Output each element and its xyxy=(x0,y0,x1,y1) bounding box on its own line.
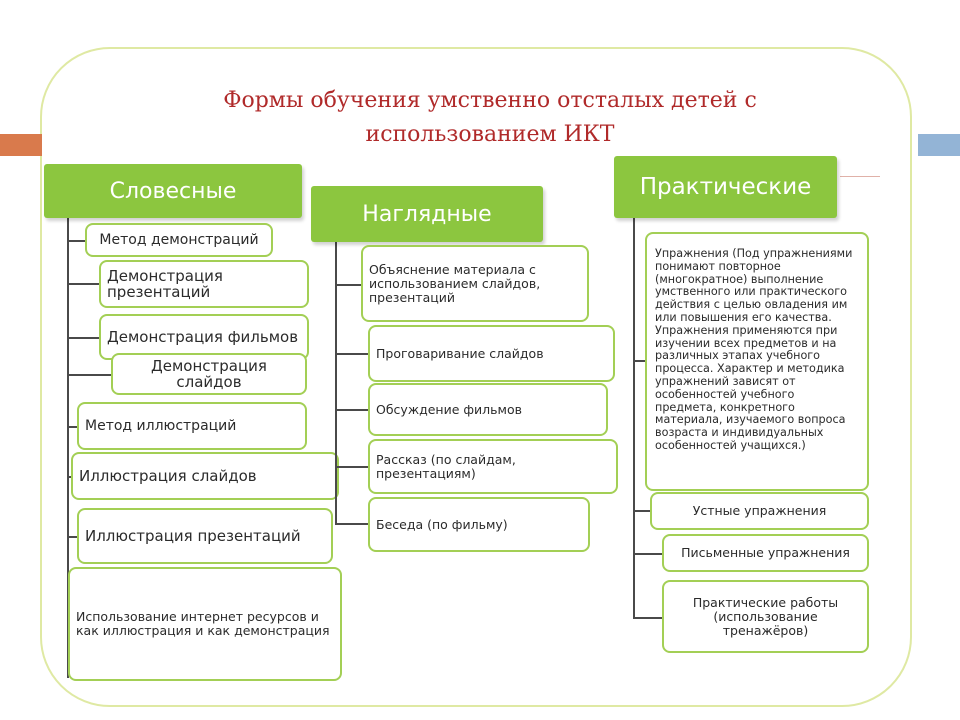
verbal-branch xyxy=(67,426,77,428)
practical-header: Практические xyxy=(614,156,837,218)
visual-header: Наглядные xyxy=(311,186,543,242)
practical-branch xyxy=(633,510,650,512)
title-rule xyxy=(840,176,880,177)
verbal-item-illustration-method: Метод иллюстраций xyxy=(77,402,307,450)
verbal-item-illustration-slides: Иллюстрация слайдов xyxy=(71,452,339,500)
practical-trunk xyxy=(633,218,635,618)
visual-branch xyxy=(335,466,368,468)
practical-branch xyxy=(633,360,645,362)
verbal-item-demo-films: Демонстрация фильмов xyxy=(99,314,309,360)
rounded-frame xyxy=(40,47,912,707)
practical-item-oral-exercises: Устные упражнения xyxy=(650,492,869,530)
title-line-1: Формы обучения умственно отсталых детей … xyxy=(223,88,757,113)
visual-item-explanation: Объяснение материала с использованием сл… xyxy=(361,245,589,322)
verbal-branch xyxy=(67,240,85,242)
verbal-branch xyxy=(67,337,99,339)
verbal-item-demo-method: Метод демонстраций xyxy=(85,223,273,257)
visual-branch xyxy=(335,353,368,355)
practical-branch xyxy=(633,553,662,555)
practical-item-practical-work: Практические работы (использование трена… xyxy=(662,580,869,653)
title-line-2: использованием ИКТ xyxy=(365,122,615,147)
visual-trunk xyxy=(335,242,337,524)
practical-item-exercises: Упражнения (Под упражнениями понимают по… xyxy=(645,232,869,491)
verbal-branch xyxy=(67,374,111,376)
verbal-branch xyxy=(67,283,99,285)
visual-branch xyxy=(335,284,361,286)
visual-item-conversation: Беседа (по фильму) xyxy=(368,497,590,552)
right-accent-bar xyxy=(918,134,960,156)
verbal-item-demo-presentations: Демонстрация презентаций xyxy=(99,260,309,308)
visual-item-film-discussion: Обсуждение фильмов xyxy=(368,383,608,436)
diagram-title: Формы обучения умственно отсталых детей … xyxy=(160,84,820,152)
practical-branch xyxy=(633,617,662,619)
verbal-item-internet-resources: Использование интернет ресурсов и как ил… xyxy=(68,567,342,681)
left-accent-bar xyxy=(0,134,42,156)
visual-item-story: Рассказ (по слайдам, презентациям) xyxy=(368,439,618,494)
verbal-branch xyxy=(67,476,71,478)
visual-branch xyxy=(335,523,368,525)
verbal-trunk xyxy=(67,218,69,678)
practical-item-written-exercises: Письменные упражнения xyxy=(662,534,869,572)
verbal-branch xyxy=(67,536,77,538)
visual-branch xyxy=(335,409,368,411)
visual-item-slide-discussion: Проговаривание слайдов xyxy=(368,325,615,382)
verbal-item-demo-slides: Демонстрация слайдов xyxy=(111,353,307,395)
verbal-item-illustration-presentations: Иллюстрация презентаций xyxy=(77,508,333,564)
verbal-header: Словесные xyxy=(44,164,302,218)
